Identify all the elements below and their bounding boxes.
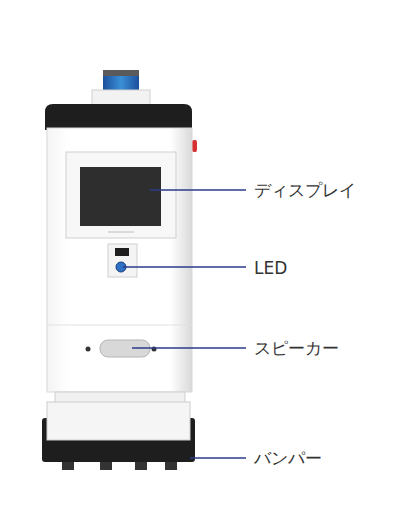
display-screen: [80, 167, 161, 226]
display-frame: [66, 152, 176, 238]
leader-line: [150, 189, 246, 191]
led-window: [115, 248, 129, 256]
part-label: バンパー: [254, 448, 322, 468]
base-housing: [47, 402, 190, 440]
wheel: [165, 462, 177, 470]
lidar-sensor: [103, 70, 139, 92]
part-label: スピーカー: [254, 338, 339, 358]
display-slot: [108, 232, 134, 233]
robot-body: [47, 128, 192, 392]
leader-line: [123, 266, 246, 268]
body-seam: [47, 325, 192, 326]
led-panel: [108, 244, 137, 277]
wheel: [62, 462, 74, 470]
part-label: LED: [254, 258, 287, 278]
emergency-button: [192, 140, 197, 152]
wheel: [135, 462, 147, 470]
head-band: [45, 104, 192, 130]
part-label: ディスプレイ: [254, 180, 356, 200]
screw: [86, 347, 91, 352]
lidar-cap: [103, 70, 139, 76]
wheel: [100, 462, 112, 470]
leader-line: [190, 457, 246, 459]
leader-line: [132, 347, 246, 349]
